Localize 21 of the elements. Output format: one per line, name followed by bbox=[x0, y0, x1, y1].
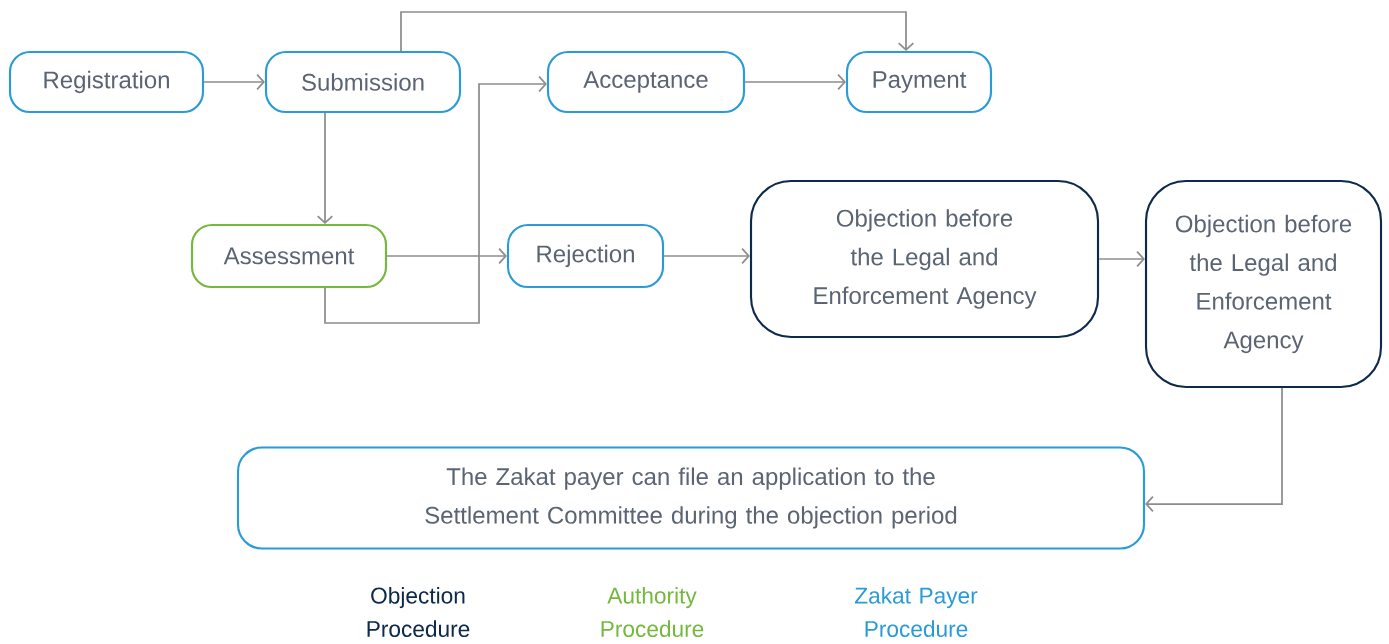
arrow bbox=[386, 247, 507, 265]
process-box: Submission bbox=[264, 50, 462, 114]
arrow bbox=[744, 73, 846, 91]
arrow bbox=[1145, 387, 1283, 513]
process-box: Rejection bbox=[506, 223, 665, 289]
process-box: Assessment bbox=[190, 223, 388, 289]
legend-label: Zakat Payer Procedure bbox=[855, 587, 978, 637]
legend-label: Objection Procedure bbox=[367, 587, 470, 637]
process-box: Acceptance bbox=[546, 50, 746, 114]
arrow bbox=[203, 73, 265, 91]
arrow bbox=[663, 247, 750, 265]
process-box: Payment bbox=[845, 50, 993, 114]
arrow bbox=[324, 75, 547, 324]
process-box: Registration bbox=[8, 50, 205, 114]
arrow bbox=[316, 112, 334, 224]
arrow bbox=[1098, 250, 1145, 268]
objection-box: Objection before the Legal and Enforcement Agency bbox=[1144, 179, 1383, 389]
objection-box: Objection before the Legal and Enforcement Agency bbox=[749, 179, 1100, 339]
note-box: The Zakat payer can file an application to the Settlement Committee during the objection period bbox=[236, 446, 1146, 550]
legend-label: Authority Procedure bbox=[601, 587, 704, 637]
arrow bbox=[400, 11, 915, 52]
